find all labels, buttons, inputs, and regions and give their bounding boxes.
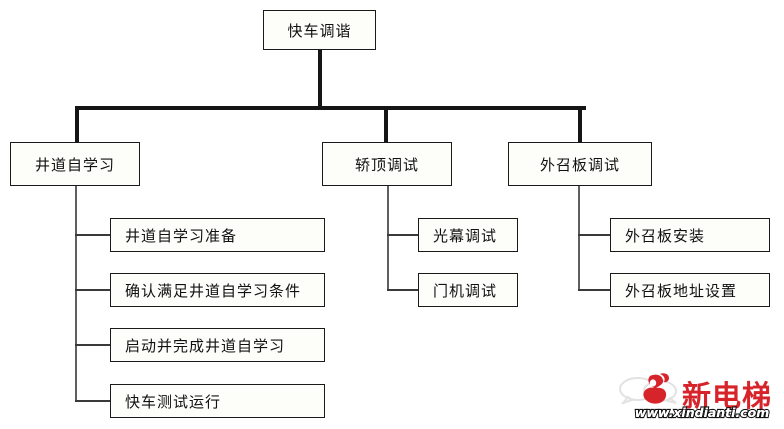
node-leaf-1-1: 井道自学习准备 <box>110 218 325 252</box>
connector-main-bus <box>75 106 586 110</box>
node-root: 快车调谐 <box>263 10 376 50</box>
node-branch-2: 轿顶调试 <box>322 142 452 186</box>
connector-stub-1-4 <box>75 400 111 402</box>
connector-stub-2-2 <box>387 289 419 291</box>
node-leaf-1-3: 启动并完成井道自学习 <box>110 328 325 362</box>
brand-logo: 新电梯 <box>636 372 784 414</box>
node-leaf-3-1: 外召板安装 <box>610 218 770 252</box>
connector-stub-2-1 <box>387 234 419 236</box>
brand-name-cn: 新电梯 <box>681 379 773 414</box>
node-leaf-2-2: 门机调试 <box>418 273 518 307</box>
connector-drop-branch-3 <box>578 106 582 144</box>
connector-root-stem <box>318 50 322 108</box>
connector-stub-1-1 <box>75 234 111 236</box>
connector-spine-branch-1 <box>75 186 77 402</box>
connector-drop-branch-2 <box>384 106 388 144</box>
brand-mark-icon <box>643 373 669 404</box>
node-leaf-1-4: 快车测试运行 <box>110 384 325 418</box>
connector-stub-1-3 <box>75 344 111 346</box>
node-branch-3: 外召板调试 <box>508 142 652 186</box>
connector-stub-3-1 <box>578 234 611 236</box>
connector-stub-1-2 <box>75 289 111 291</box>
watermark: 新电梯 www.xindianti.com www.xindianti.com <box>612 372 780 426</box>
node-leaf-1-2: 确认满足井道自学习条件 <box>110 273 325 307</box>
connector-spine-branch-2 <box>387 186 389 291</box>
connector-spine-branch-3 <box>578 186 580 291</box>
node-leaf-3-2: 外召板地址设置 <box>610 273 770 307</box>
brand-url: www.xindianti.com www.xindianti.com <box>624 404 780 421</box>
brand-url-text: www.xindianti.com <box>634 405 770 420</box>
brand-url-outline: www.xindianti.com <box>634 404 771 421</box>
connector-stub-3-2 <box>578 289 611 291</box>
node-leaf-2-1: 光幕调试 <box>418 218 518 252</box>
node-branch-1: 井道自学习 <box>10 142 140 186</box>
connector-drop-branch-1 <box>75 106 79 144</box>
